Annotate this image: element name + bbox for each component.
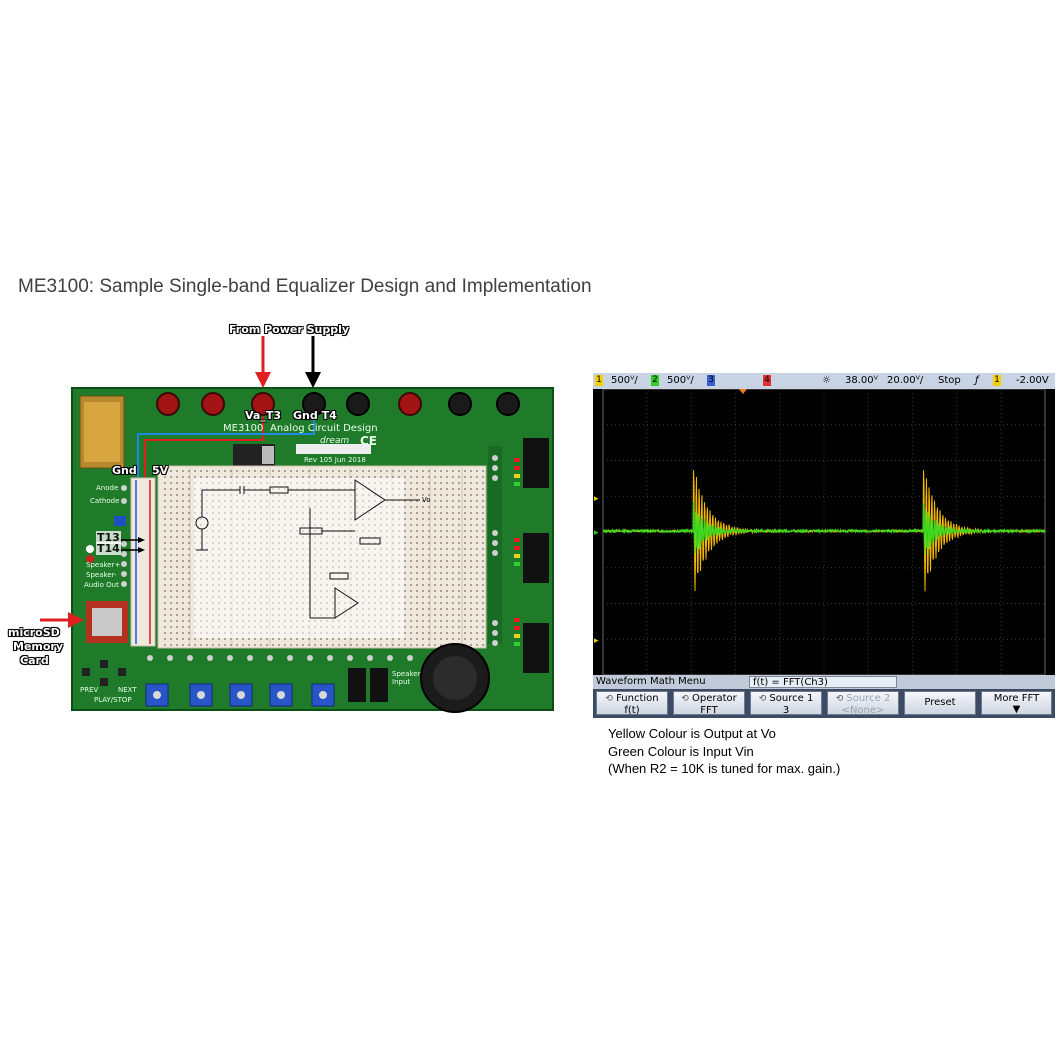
btn-play-label: PLAY/STOP (94, 696, 132, 704)
function-softkey[interactable]: ⟲ Function f(t) (596, 691, 668, 716)
trigger-edge-icon: ƒ (975, 375, 979, 386)
vo-label: Vo (422, 496, 431, 504)
preset-softkey[interactable]: Preset (904, 691, 976, 715)
source1-softkey[interactable]: ⟲ Source 1 3 (750, 691, 822, 716)
trigger-level-marker-icon: ▸ (594, 636, 599, 646)
power-supply-callout: From Power Supply (229, 323, 350, 336)
oscilloscope-screen: 1 500ⱽ/ 2 500ⱽ/ 3 4 ☼ 38.00ⱽ 20.00ⱽ/ Sto… (593, 373, 1055, 718)
rotate-icon: ⟲ (605, 694, 613, 704)
ch1-marker-icon: ▸ (594, 494, 599, 504)
timebase: 20.00ⱽ/ (887, 375, 924, 386)
scope-status-bar: 1 500ⱽ/ 2 500ⱽ/ 3 4 ☼ 38.00ⱽ 20.00ⱽ/ Sto… (593, 373, 1055, 389)
trigger-level: -2.00V (1016, 375, 1049, 386)
scope-waveform-area: ▸ ▸ ▸ (593, 389, 1055, 675)
trigger-time-marker-icon (739, 389, 747, 394)
rotate-icon: ⟲ (835, 694, 844, 704)
caption: Yellow Colour is Output at Vo Green Colo… (608, 725, 840, 778)
pin-cathode: Cathode (90, 497, 120, 505)
trigger-source-badge: 1 (993, 375, 1001, 386)
btn-next-label: NEXT (118, 686, 137, 694)
gnd-t4-label: Gnd T4 (293, 409, 337, 422)
ch2-scale: 500ⱽ/ (667, 375, 694, 386)
board-ce: CE (360, 434, 378, 448)
caption-line-2: Green Colour is Input Vin (608, 743, 754, 759)
operator-softkey[interactable]: ⟲ Operator FFT (673, 691, 745, 716)
math-menu-row: Waveform Math Menu f(t) = FFT(Ch3) (593, 675, 1055, 689)
ch1-badge: 1 (595, 375, 603, 386)
board-photo: From Power Supply microSD Memory Card Va… (0, 318, 570, 718)
board-brand: dream (320, 436, 350, 446)
ch4-badge: 4 (763, 375, 771, 386)
t14-label: T14 (96, 542, 121, 555)
pin-speaker-plus: Speaker+ (86, 561, 121, 569)
function-display: f(t) = FFT(Ch3) (749, 676, 897, 688)
board-rev: Rev 105 Jun 2018 (304, 456, 366, 464)
run-state: Stop (938, 375, 961, 386)
five-v-label: 5V (152, 464, 169, 477)
board-drawing (40, 336, 554, 713)
gnd-label: Gnd (112, 464, 137, 477)
ch3-badge: 3 (707, 375, 715, 386)
speaker-input-label: Speaker Input (392, 670, 421, 686)
source2-softkey[interactable]: ⟲ Source 2 <None> (827, 691, 899, 716)
microsd-callout-line2: Memory (13, 640, 64, 653)
ch2-marker-icon: ▸ (594, 528, 599, 538)
rotate-icon: ⟲ (758, 694, 767, 704)
pin-speaker-minus: Speaker- (86, 571, 117, 579)
board-model-desc: Analog Circuit Design (270, 423, 378, 434)
btn-prev-label: PREV (80, 686, 99, 694)
caption-line-1: Yellow Colour is Output at Vo (608, 726, 776, 741)
microsd-callout-line1: microSD (8, 626, 60, 639)
softkey-bar: ⟲ Function f(t) ⟲ Operator FFT ⟲ Source … (593, 689, 1055, 718)
t13-label: T13 (96, 531, 121, 544)
input-trace-green (602, 501, 1046, 555)
down-arrow-icon: ▼ (1012, 704, 1021, 715)
caption-line-3: (When R2 = 10K is tuned for max. gain.) (608, 761, 841, 776)
trigger-pos-icon: ☼ (822, 375, 831, 386)
board-model: ME3100 (223, 423, 264, 434)
math-menu-title: Waveform Math Menu (596, 676, 706, 687)
rotate-icon: ⟲ (681, 694, 689, 704)
trigger-position: 38.00ⱽ (845, 375, 878, 386)
ch2-badge: 2 (651, 375, 659, 386)
pin-anode: Anode (96, 484, 119, 492)
pin-audio-out: Audio Out (84, 581, 119, 589)
va-t3-label: Va_T3 (245, 409, 281, 422)
more-fft-softkey[interactable]: More FFT ▼ (981, 691, 1052, 715)
ch1-scale: 500ⱽ/ (611, 375, 638, 386)
page-title: ME3100: Sample Single-band Equalizer Des… (18, 276, 592, 297)
microsd-callout-line3: Card (20, 654, 49, 667)
